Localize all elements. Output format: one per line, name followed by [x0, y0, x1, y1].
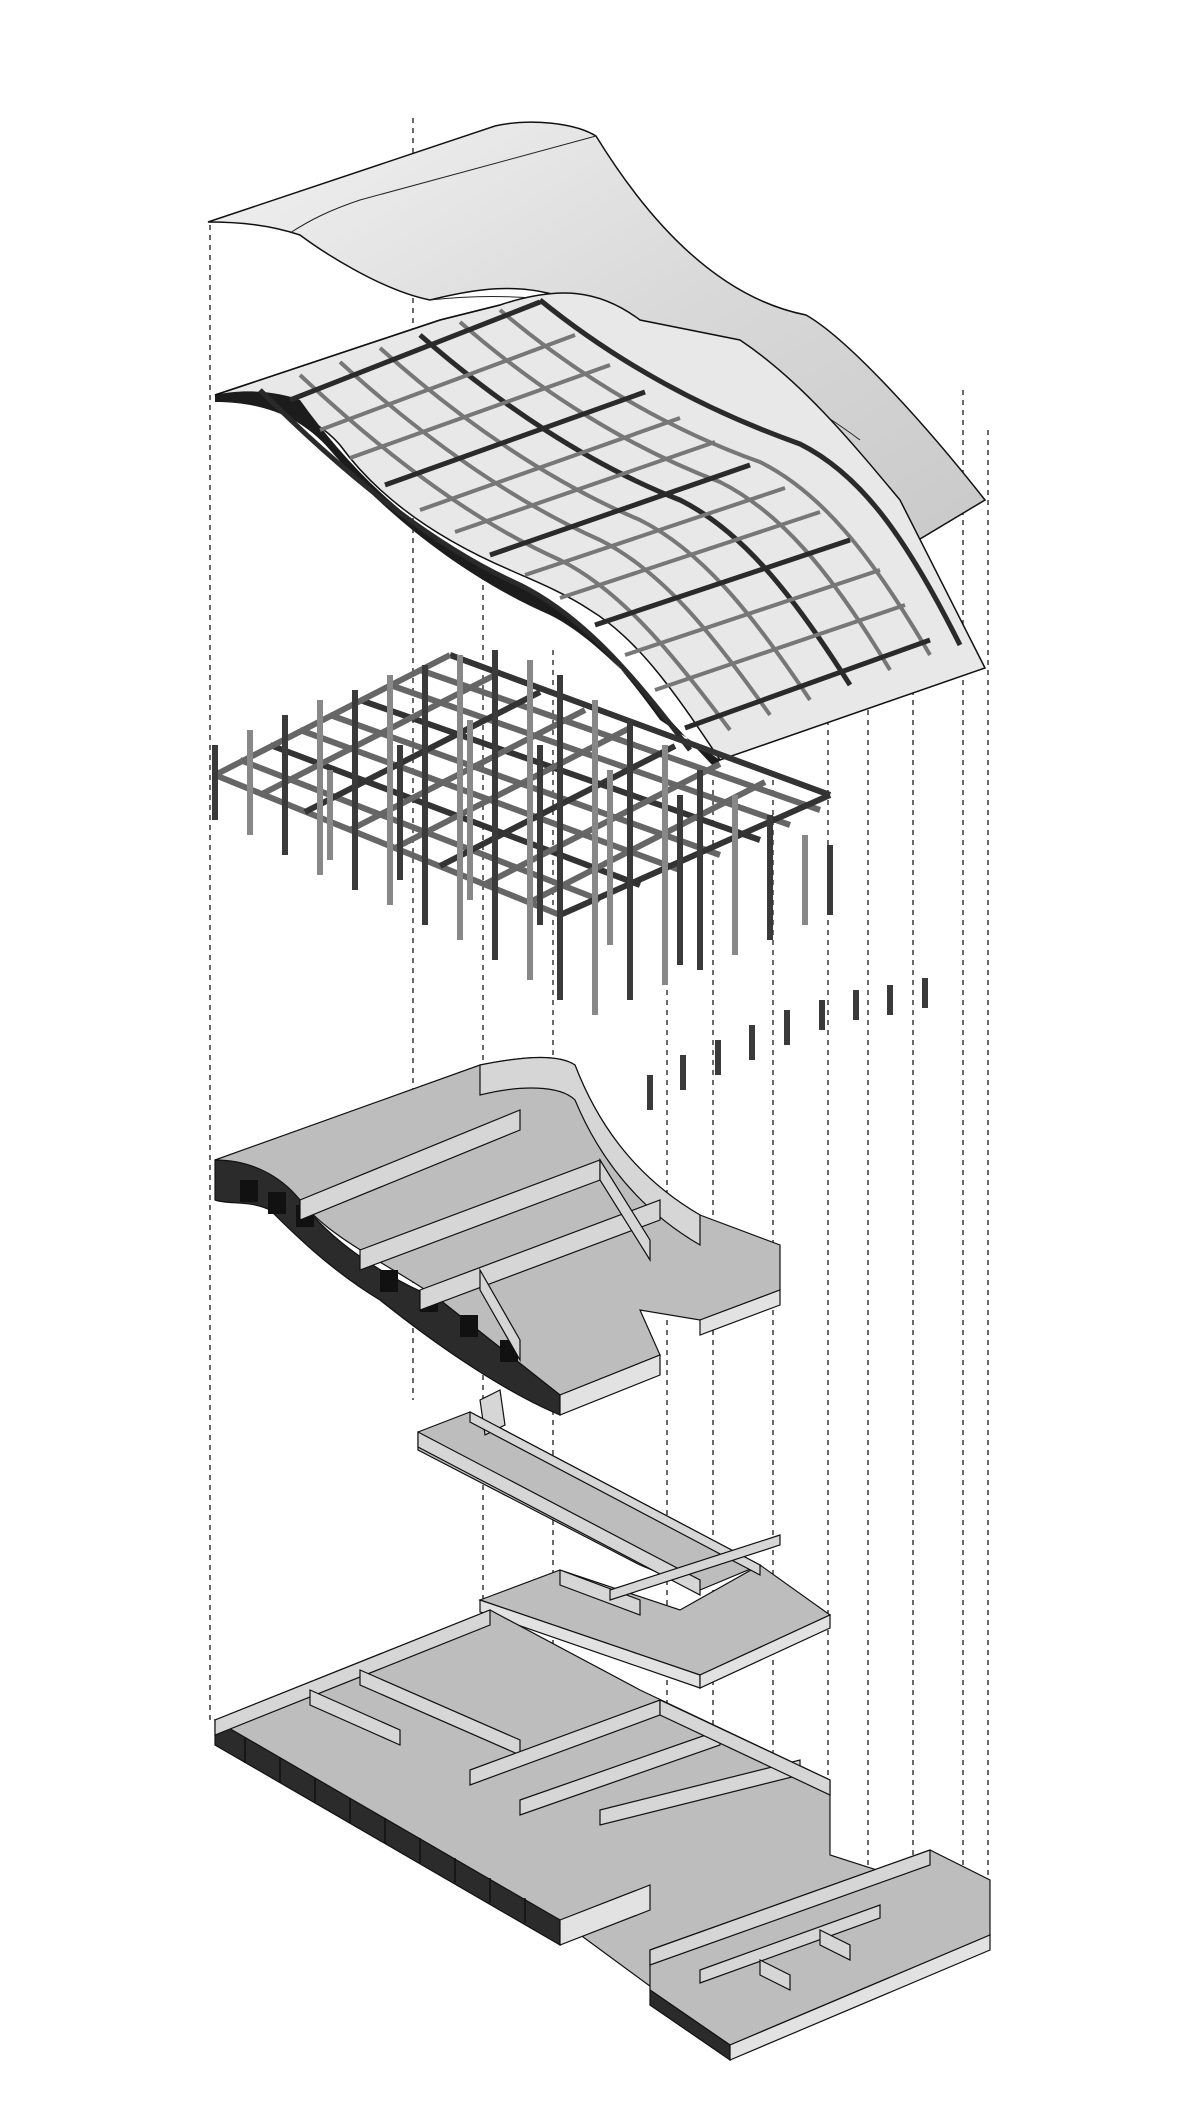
middle-floor-edge: [699, 1614, 831, 1689]
roof-grid-transverse-ribs: [289, 299, 931, 731]
frame-detached-posts: [647, 978, 928, 1110]
column-beam-frame-layer: [212, 650, 928, 1110]
roof-grid-outline: [214, 304, 501, 396]
ground-floor-annex-wall: [759, 1959, 791, 1991]
ground-floor-facade-mullions: [244, 1738, 526, 1923]
upper-floor-end-wall: [699, 1289, 781, 1336]
roof-membrane-fold: [289, 135, 597, 234]
middle-floor-wall: [609, 1534, 781, 1601]
ground-floor-annex-wall: [649, 1849, 931, 1966]
ground-floor-annex-wall: [699, 1904, 881, 1984]
upper-floor-end-wall: [559, 1354, 661, 1416]
middle-floor-volume-layer: [417, 1389, 832, 1689]
ground-floor-annex-wall: [819, 1929, 851, 1961]
upper-floor-curved-wall: [479, 1056, 701, 1247]
frame-columns: [212, 650, 833, 1015]
ground-floor-partition: [659, 1699, 831, 1796]
middle-floor-wall: [469, 1411, 761, 1576]
ground-floor-end-facade: [559, 1884, 651, 1946]
ground-floor-annex-facade: [729, 1934, 991, 2061]
middle-floor-wall: [417, 1431, 701, 1596]
ground-floor-volume-layer: [213, 1609, 991, 2062]
upper-floor-partition: [599, 1157, 651, 1263]
upper-floor-partition: [479, 1267, 521, 1363]
ground-floor-partition: [309, 1689, 401, 1746]
upper-floor-partition: [299, 1109, 521, 1221]
upper-floor-volume-layer: [214, 1056, 781, 1416]
ground-floor-partition: [519, 1729, 721, 1816]
ground-floor-partition: [214, 1609, 491, 1736]
roof-structure-grid-layer: [214, 292, 987, 768]
roof-grid-base: [214, 292, 987, 761]
